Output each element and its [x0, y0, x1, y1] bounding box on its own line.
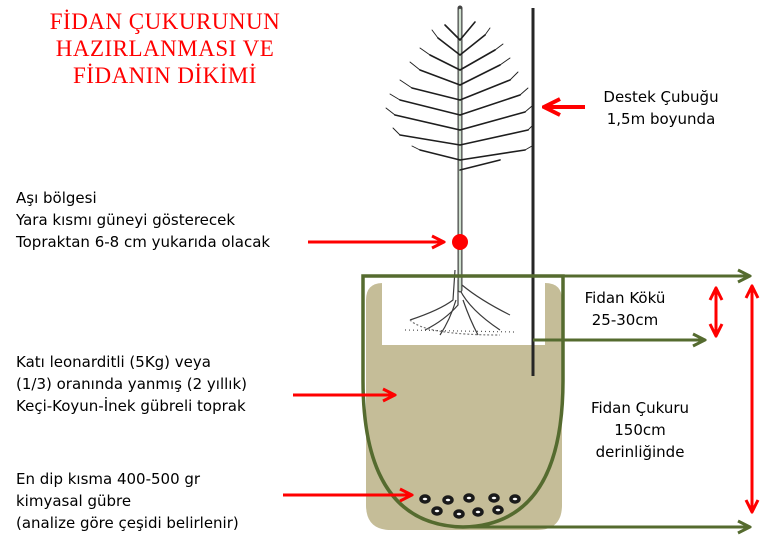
graft-zone-label: Aşı bölgesi Yara kısmı güneyi gösterecek…	[16, 189, 271, 251]
fertilizer-pellets-icon	[419, 493, 521, 519]
pit-soil	[366, 283, 562, 530]
support-stake-label: Destek Çubuğu 1,5m boyunda	[603, 88, 719, 128]
graft-marker-icon	[452, 234, 468, 250]
pit-depth-label: Fidan Çukuru 150cm derinliğinde	[590, 399, 690, 461]
root-ball-icon	[404, 269, 516, 336]
fertilizer-label: En dip kısma 400-500 gr kimyasal gübre (…	[16, 470, 239, 532]
pit-outline	[361, 274, 565, 529]
title-line-3: FİDANIN DİKİMİ	[73, 63, 257, 88]
page-title: FİDAN ÇUKURUNUN HAZIRLANMASI VE FİDANIN …	[0, 8, 330, 89]
title-line-2: HAZIRLANMASI VE	[55, 36, 275, 61]
fill-soil-label: Katı leonarditli (5Kg) veya (1/3) oranın…	[16, 353, 247, 415]
title-line-1: FİDAN ÇUKURUNUN	[49, 9, 281, 34]
root-label: Fidan Kökü 25-30cm	[584, 289, 666, 329]
